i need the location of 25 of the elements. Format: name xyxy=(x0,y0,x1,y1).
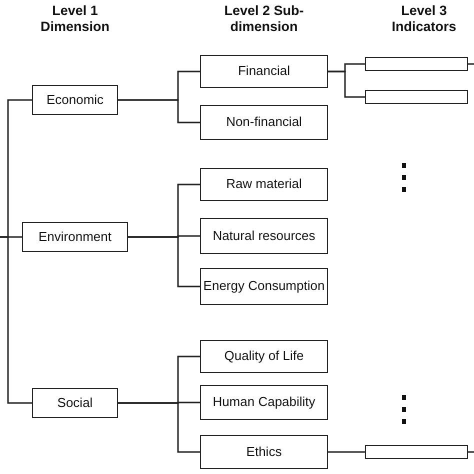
sub-dimension-box: Financial xyxy=(200,55,328,88)
sub-dimension-box: Non-financial xyxy=(200,105,328,140)
column-heading: Level 2 Sub-dimension xyxy=(223,3,305,36)
dimension-box: Economic xyxy=(32,85,118,115)
connector-line xyxy=(118,402,200,453)
connector-line xyxy=(328,451,365,453)
column-heading: Level 3 Indicators xyxy=(390,3,458,36)
connector-line xyxy=(328,70,365,98)
dimension-box: Social xyxy=(32,388,118,418)
sub-dimension-box: Human Capability xyxy=(200,385,328,420)
connector-line xyxy=(468,63,474,65)
sub-dimension-box: Quality of Life xyxy=(200,340,328,373)
sub-dimension-box: Energy Consumption xyxy=(200,268,328,305)
sub-dimension-box: Natural resources xyxy=(200,218,328,254)
sub-dimension-box: Raw material xyxy=(200,168,328,201)
connector-line xyxy=(128,236,200,288)
connector-line xyxy=(468,451,474,453)
indicator-box xyxy=(365,90,468,104)
indicator-box xyxy=(365,445,468,459)
connector-line xyxy=(118,99,200,124)
column-heading: Level 1 Dimension xyxy=(39,3,110,36)
connector-line xyxy=(0,236,32,404)
dimension-box: Environment xyxy=(22,222,128,252)
indicator-box xyxy=(365,57,468,71)
sub-dimension-box: Ethics xyxy=(200,435,328,469)
